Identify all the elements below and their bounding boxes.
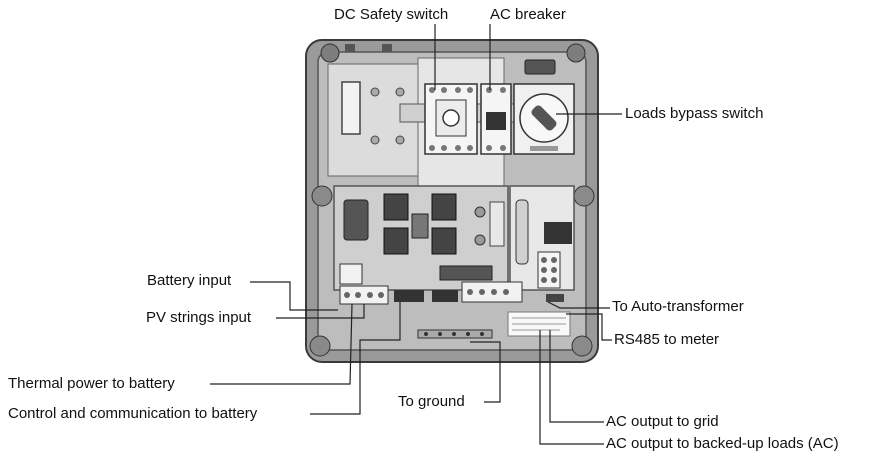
label-loads-bypass-switch: Loads bypass switch — [625, 105, 764, 122]
label-control-and-communication: Control and communication to battery — [8, 405, 258, 422]
label-battery-input: Battery input — [147, 272, 232, 289]
comm-connector-1 — [394, 290, 424, 302]
label-ac-breaker: AC breaker — [490, 6, 566, 23]
fuse-holder — [341, 81, 361, 135]
label-to-ground: To ground — [398, 393, 465, 410]
label-thermal-power-to-battery: Thermal power to battery — [8, 375, 175, 392]
comm-connector-2 — [432, 290, 458, 302]
label-ac-output-to-grid: AC output to grid — [606, 413, 719, 430]
label-rs485-to-meter: RS485 to meter — [614, 331, 720, 348]
label-to-auto-transformer: To Auto-transformer — [612, 298, 744, 315]
label-pv-strings-input: PV strings input — [146, 309, 252, 326]
label-dc-safety-switch: DC Safety switch — [334, 6, 449, 23]
label-ac-output-to-backed-up-loads: AC output to backed-up loads (AC) — [606, 435, 839, 452]
inductor — [343, 199, 369, 241]
leader-lines — [210, 24, 622, 445]
battery-terminal — [339, 263, 363, 285]
